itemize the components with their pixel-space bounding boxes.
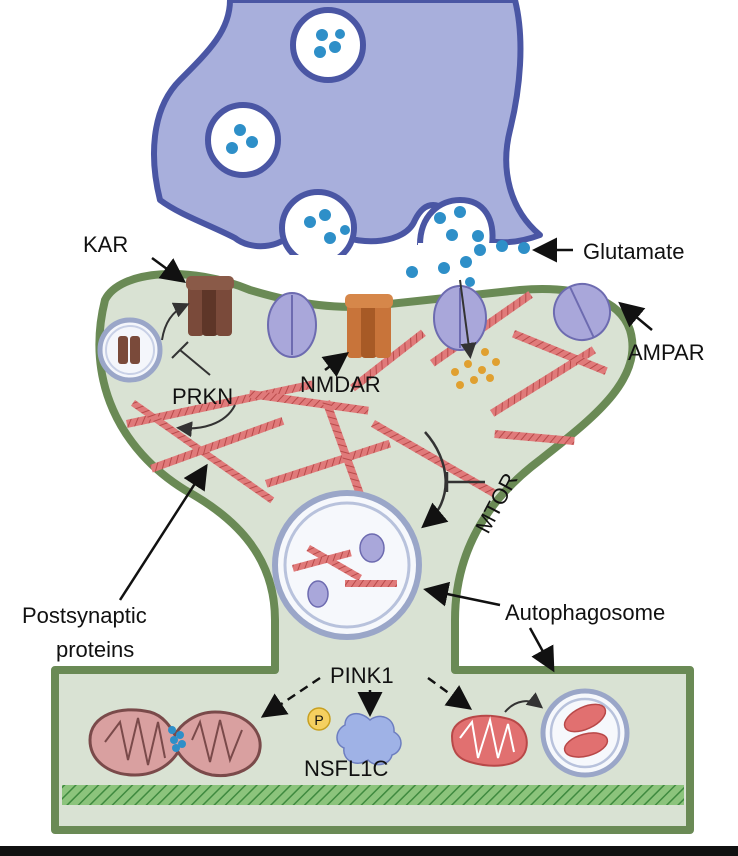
- microtubule: [62, 785, 684, 805]
- prkn-inhibition-line: [179, 349, 211, 376]
- kar-pointer: [151, 256, 187, 283]
- ampar-label: AMPAR: [628, 340, 705, 365]
- postsynaptic-label-line2: proteins: [56, 637, 134, 662]
- nmdar-label: NMDAR: [300, 372, 381, 397]
- ampar-receptor-1: [267, 292, 317, 358]
- internalized-glutamate: [451, 348, 500, 389]
- bottom-border: [0, 846, 738, 856]
- internalized-kar-vesicle: [97, 317, 163, 383]
- synaptic-vesicle-1: [290, 7, 366, 83]
- glutamate-label: Glutamate: [583, 239, 685, 264]
- nsfl1c-protein: P: [307, 707, 402, 766]
- mitochondrion-fission: [88, 708, 262, 778]
- pink1-label: PINK1: [330, 663, 394, 688]
- prkn-actin-arrow: [176, 404, 236, 438]
- kar-internalization-arrow: [161, 302, 190, 341]
- nmdar-receptor: [345, 294, 393, 358]
- ampar-receptor-3: [553, 283, 611, 341]
- glutamate-molecules: [406, 240, 530, 287]
- autophagosome: [272, 490, 422, 640]
- damaged-mitochondrion: [450, 714, 528, 767]
- nmdar-pointer: [321, 352, 349, 377]
- prkn-inhibition-bar: [171, 341, 189, 359]
- postsynaptic-label-line1: Postsynaptic: [22, 603, 147, 628]
- autophagosome-pointer-2: [528, 627, 555, 673]
- mitophagosome: [540, 688, 630, 778]
- synaptic-vesicle-3: [279, 189, 357, 275]
- phospho-label: P: [314, 712, 323, 728]
- postsynaptic-pointer: [118, 463, 208, 601]
- kar-label: KAR: [83, 232, 128, 257]
- synaptic-vesicle-2: [205, 102, 281, 178]
- mitophagy-arrow: [504, 692, 544, 713]
- actin-network: [125, 291, 608, 507]
- mtor-autophagy-arrow: [421, 431, 449, 529]
- autophagosome-pointer: [423, 581, 501, 607]
- mtor-inhibition-bar: [445, 472, 485, 492]
- nsfl1c-label: NSFL1C: [304, 756, 388, 781]
- autophagosome-label: Autophagosome: [505, 600, 665, 625]
- fusing-vesicle: [417, 196, 498, 263]
- kar-receptor: [186, 276, 234, 336]
- ampar-receptor-2: [433, 285, 487, 351]
- pink1-arrow-right: [427, 676, 473, 710]
- prkn-label: PRKN: [172, 384, 233, 409]
- glutamate-uptake-arrow: [459, 279, 477, 359]
- pink1-arrow-left: [260, 676, 321, 718]
- ampar-pointer: [618, 301, 653, 331]
